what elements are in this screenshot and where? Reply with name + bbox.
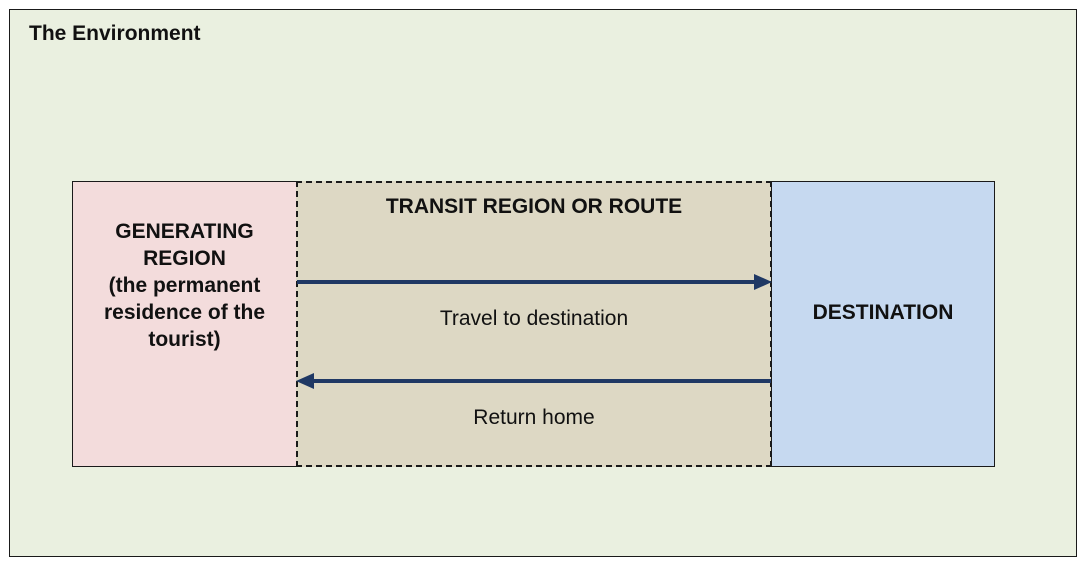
transit-region-title: TRANSIT REGION OR ROUTE: [385, 195, 683, 218]
destination-box: DESTINATION: [771, 181, 995, 467]
generating-region-line-3: (the permanent: [108, 274, 261, 297]
generating-region-line-2: REGION: [143, 247, 226, 270]
generating-region-box: GENERATING REGION (the permanent residen…: [72, 181, 297, 467]
generating-region-line-5: tourist): [148, 328, 221, 351]
generating-region-line-1: GENERATING: [115, 220, 254, 243]
return-home-label: Return home: [473, 406, 595, 429]
generating-region-label: GENERATING REGION (the permanent residen…: [73, 218, 296, 353]
generating-region-line-4: residence of the: [103, 301, 266, 324]
transit-region-box: TRANSIT REGION OR ROUTE Travel to destin…: [296, 181, 772, 467]
destination-label: DESTINATION: [812, 301, 954, 324]
environment-title: The Environment: [29, 22, 201, 45]
travel-to-destination-label: Travel to destination: [439, 307, 629, 330]
